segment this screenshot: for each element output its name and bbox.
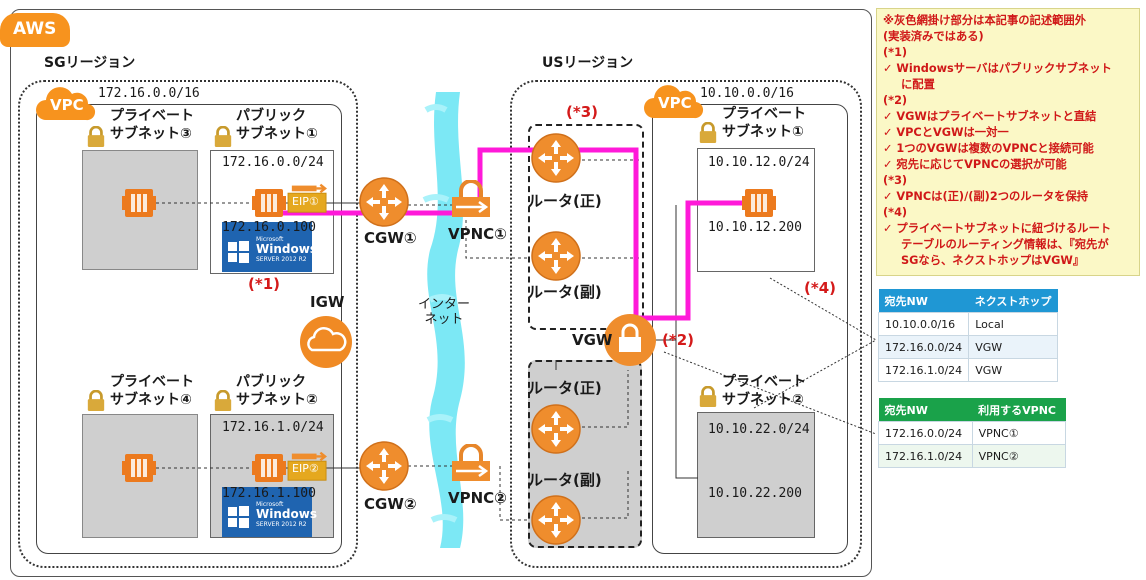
sg-vpc-cidr: 172.16.0.0/16 — [98, 86, 200, 101]
note-line: SGなら、ネクストホップはVGW』 — [901, 254, 1085, 268]
table-cell: VGW — [968, 335, 1058, 359]
vpnc1-router-group — [528, 124, 644, 330]
us-private-subnet-2 — [697, 412, 815, 538]
sg-region-border — [18, 80, 358, 568]
aws-cloud-border — [10, 9, 872, 577]
note-line: (*2) — [883, 94, 908, 108]
note-line: ✓ Windowsサーバはパブリックサブネット — [883, 62, 1112, 76]
us-private-subnet-1-label-2: サブネット① — [722, 124, 804, 140]
vpnc-1-label: VPNC① — [448, 225, 507, 243]
note-line: テーブルのルーティング情報は、『宛先が — [901, 238, 1109, 252]
note-marker-4: (*4) — [804, 279, 836, 297]
windows-2-brand: Windows — [256, 507, 317, 521]
note-line: (実装済みではある) — [883, 30, 984, 44]
note-line: ✓ VGWはプライベートサブネットと直結 — [883, 110, 1097, 124]
sg-public-subnet-1-cidr: 172.16.0.0/24 — [222, 155, 324, 170]
note-line: ✓ プライベートサブネットに紐づけるルート — [883, 222, 1112, 236]
us-private-subnet-2-label-1: プライベート — [722, 374, 806, 390]
us-private-subnet-2-host: 10.10.22.200 — [708, 486, 802, 501]
route-table-header: 宛先NW — [878, 289, 969, 313]
table-row: 10.10.0.0/16 Local — [877, 312, 1058, 336]
note-line: ✓ 1つのVGWは複数のVPNCと接続可能 — [883, 142, 1094, 156]
sg-private-subnet-4-label-2: サブネット④ — [110, 392, 192, 408]
sg-public-subnet-2-label-2: サブネット② — [236, 392, 318, 408]
aws-label: AWS — [13, 19, 57, 39]
vgw-label: VGW — [572, 331, 613, 349]
windows-2-sub: SERVER 2012 R2 — [256, 521, 307, 528]
table-cell: 172.16.1.0/24 — [877, 358, 970, 382]
table-cell: Local — [968, 312, 1058, 336]
router-2-main-label: ルータ(正) — [528, 379, 602, 397]
us-private-subnet-1-cidr: 10.10.12.0/24 — [708, 155, 810, 170]
internet-label: インター ネット — [418, 297, 471, 327]
note-line: ※灰色網掛け部分は本記事の記述範囲外 — [883, 14, 1087, 27]
table-cell: VPNC① — [971, 421, 1067, 445]
sg-private-subnet-4-label-1: プライベート — [110, 374, 194, 390]
note-line: (*4) — [883, 206, 908, 220]
us-vpc-cidr: 10.10.0.0/16 — [700, 86, 794, 101]
note-marker-1: (*1) — [248, 275, 280, 293]
table-cell: 10.10.0.0/16 — [877, 312, 970, 336]
sg-vpc-badge-label: VPC — [50, 96, 84, 114]
sg-public-subnet-1-label-2: サブネット① — [236, 126, 318, 142]
us-private-subnet-2-cidr: 10.10.22.0/24 — [708, 422, 810, 437]
table-cell: VGW — [968, 358, 1058, 382]
table-cell: 172.16.0.0/24 — [878, 421, 973, 445]
router-1-main-label: ルータ(正) — [528, 192, 602, 210]
note-line: (*3) — [883, 174, 908, 188]
us-vpc-badge-label: VPC — [658, 94, 692, 112]
table-cell: VPNC② — [971, 444, 1067, 468]
windows-2-ms: Microsoft — [256, 501, 284, 508]
route-table-header: ネクストホップ — [968, 289, 1058, 313]
us-private-subnet-1 — [697, 148, 815, 272]
sg-private-subnet-3-label-2: サブネット③ — [110, 126, 192, 142]
note-line: (*1) — [883, 46, 908, 60]
table-row: 172.16.1.0/24 VGW — [877, 358, 1058, 382]
windows-1-sub: SERVER 2012 R2 — [256, 256, 307, 263]
note-marker-3: (*3) — [566, 103, 598, 121]
table-row: 172.16.0.0/24 VPNC① — [878, 421, 1067, 445]
notes-panel: ※灰色網掛け部分は本記事の記述範囲外 (実装済みではある) (*1) ✓ Win… — [876, 8, 1140, 276]
vpnc-table-header: 利用するVPNC — [972, 398, 1066, 422]
vpnc-table-header: 宛先NW — [878, 398, 973, 422]
vpnc-table: 宛先NW 利用するVPNC 172.16.0.0/24 VPNC① 172.16… — [878, 398, 1067, 468]
windows-1-brand: Windows — [256, 242, 317, 256]
table-row: 172.16.1.0/24 VPNC② — [878, 444, 1067, 468]
router-1-sub-label: ルータ(副) — [528, 283, 602, 301]
windows-1-ms: Microsoft — [256, 236, 284, 243]
note-line: ✓ 宛先に応じてVPNCの選択が可能 — [883, 158, 1067, 172]
sg-private-subnet-3-label-1: プライベート — [110, 108, 194, 124]
sg-public-subnet-1-host: 172.16.0.100 — [222, 220, 316, 235]
note-line: ✓ VPNCは(正)/(副)2つのルータを保持 — [883, 190, 1089, 204]
table-cell: 172.16.0.0/24 — [877, 335, 970, 359]
eip-2-label: EIP② — [292, 462, 319, 475]
note-line: に配置 — [901, 78, 935, 92]
note-marker-2: (*2) — [662, 331, 694, 349]
vpnc-2-label: VPNC② — [448, 489, 507, 507]
igw-label: IGW — [310, 293, 345, 311]
sg-public-subnet-2-label-1: パブリック — [236, 374, 306, 390]
us-private-subnet-2-label-2: サブネット② — [722, 392, 804, 408]
sg-public-subnet-2-cidr: 172.16.1.0/24 — [222, 420, 324, 435]
router-2-sub-label: ルータ(副) — [528, 471, 602, 489]
us-region-border — [510, 80, 862, 568]
sg-public-subnet-2-host: 172.16.1.100 — [222, 486, 316, 501]
eip-1-label: EIP① — [292, 195, 319, 208]
table-cell: 172.16.1.0/24 — [878, 444, 973, 468]
note-line: ✓ VPCとVGWは一対一 — [883, 126, 1009, 140]
sg-public-subnet-1-label-1: パブリック — [236, 108, 306, 124]
table-row: 172.16.0.0/24 VGW — [877, 335, 1058, 359]
us-private-subnet-1-label-1: プライベート — [722, 106, 806, 122]
cgw-2-label: CGW② — [364, 495, 417, 513]
aws-badge — [0, 13, 70, 47]
cgw-1-label: CGW① — [364, 229, 417, 247]
sg-region-title: SGリージョン — [44, 55, 136, 71]
us-private-subnet-1-host: 10.10.12.200 — [708, 220, 802, 235]
route-table: 宛先NW ネクストホップ 10.10.0.0/16 Local 172.16.0… — [877, 289, 1058, 382]
us-region-title: USリージョン — [542, 55, 634, 71]
